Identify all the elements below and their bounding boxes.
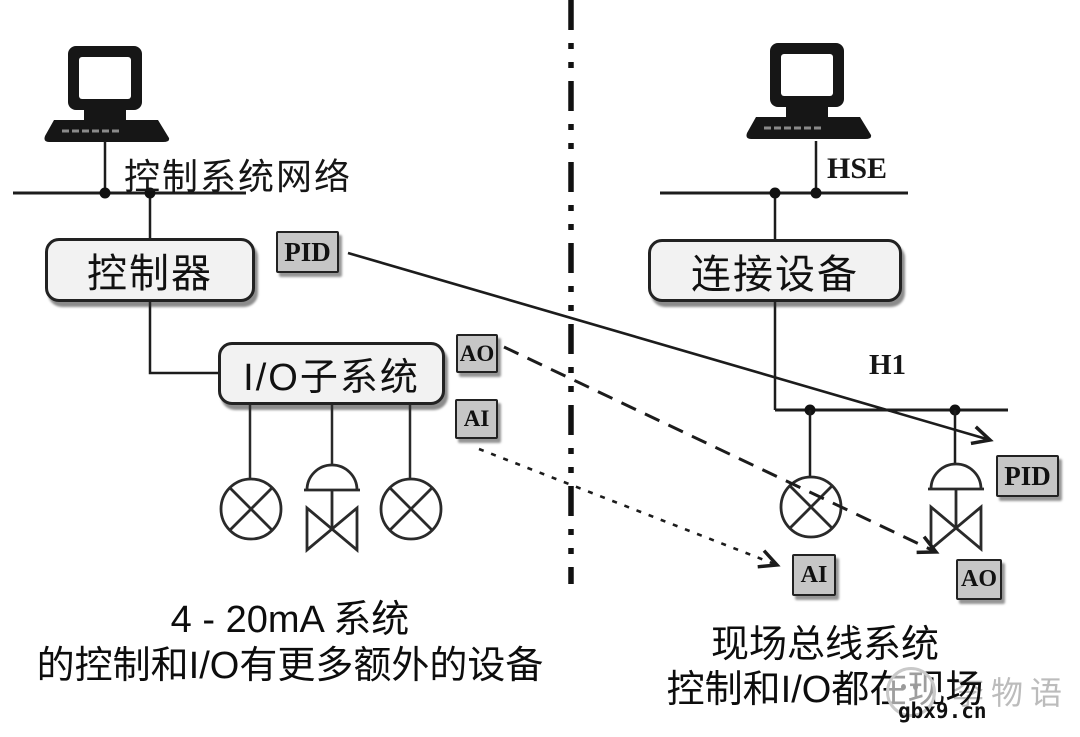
- right-computer-icon: [746, 43, 872, 139]
- left-caption-line1: 4 - 20mA 系统: [170, 599, 410, 641]
- hse-bus-label: HSE: [827, 152, 888, 185]
- left-transmitter-icon-2: [379, 477, 443, 541]
- h1-bus-label: H1: [869, 349, 907, 381]
- left-transmitter-icon-1: [219, 477, 283, 541]
- io-subsystem-box: I/O子系统: [218, 342, 445, 405]
- ao-mapping-arrow: [503, 345, 940, 555]
- left-control-valve-icon: [304, 463, 360, 554]
- controller-box: 控制器: [45, 238, 255, 302]
- right-caption-line1: 现场总线系统: [710, 624, 939, 666]
- left-network-bus: [13, 141, 246, 375]
- left-caption-line2: 的控制和I/O有更多额外的设备: [36, 645, 544, 687]
- left-io-drop-lines: [248, 404, 412, 479]
- left-pid-tag: PID: [276, 231, 339, 273]
- left-computer-icon: [44, 46, 170, 142]
- left-network-label: 控制系统网络: [124, 156, 353, 197]
- right-h1-bus: [773, 300, 1008, 478]
- ai-mapping-arrow: [478, 447, 781, 569]
- right-control-valve-icon: [928, 462, 984, 553]
- watermark-author: 李物语: [952, 675, 1070, 711]
- pid-mapping-arrow: [347, 251, 994, 446]
- right-pid-tag: PID: [996, 455, 1059, 497]
- linking-device-box: 连接设备: [648, 239, 902, 302]
- left-caption: 4 - 20mA 系统 的控制和I/O有更多额外的设备: [20, 597, 560, 689]
- right-transmitter-icon: [779, 475, 843, 539]
- right-hse-bus: [660, 141, 908, 241]
- left-ai-tag: AI: [455, 399, 498, 439]
- right-ai-tag: AI: [792, 554, 836, 596]
- watermark-site: gbx9.cn: [898, 699, 987, 723]
- right-ao-tag: AO: [956, 559, 1002, 600]
- watermark-chat-icon: [886, 667, 936, 717]
- left-ao-tag: AO: [456, 334, 498, 373]
